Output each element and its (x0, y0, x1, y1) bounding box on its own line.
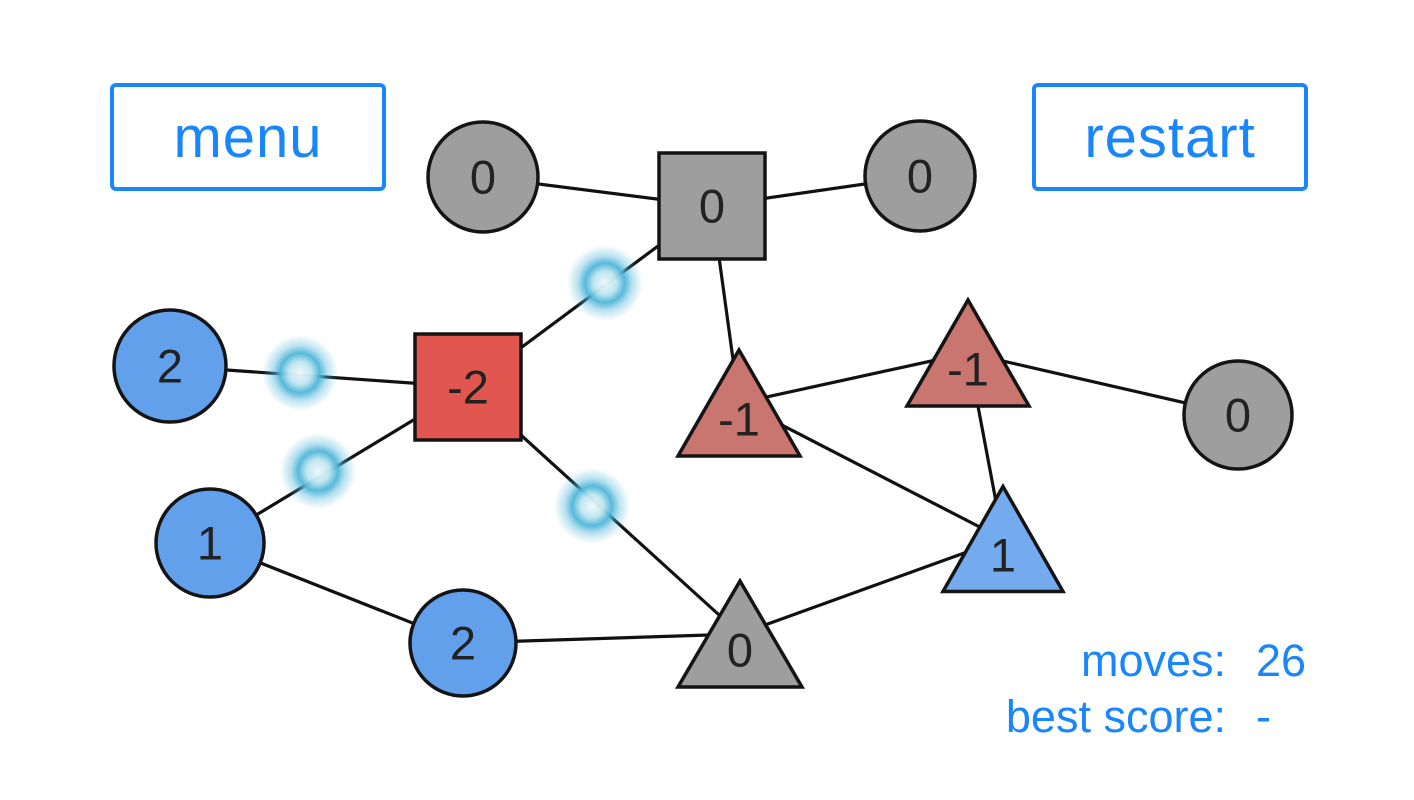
node-value-gray-circle-top-left: 0 (470, 151, 496, 204)
node-value-gray-circle-top-right: 0 (907, 150, 933, 203)
node-value-red-triangle-middle: -1 (718, 392, 760, 445)
node-value-gray-circle-right: 0 (1225, 389, 1251, 442)
edge-gray-triangle-bottom--blue-triangle-right (739, 537, 1004, 636)
moves-value: 26 (1256, 635, 1307, 686)
node-blue-circle-bottom[interactable] (408, 588, 518, 698)
node-value-blue-circle-mid-left: 1 (197, 517, 223, 570)
best-score-value: - (1256, 691, 1271, 742)
node-blue-circle-mid-left[interactable] (154, 487, 266, 599)
edge-red-triangle-middle--red-triangle-right (738, 351, 969, 405)
node-blue-circle-left[interactable] (112, 308, 228, 424)
nodes-layer: 0 0 0 2 -2 -1 -1 0 1 1 2 0 (112, 119, 1294, 698)
node-value-gray-triangle-bottom: 0 (727, 623, 753, 676)
node-value-blue-circle-left: 2 (157, 340, 183, 393)
node-gray-square-top[interactable] (657, 151, 767, 261)
scoreboard: moves: 26 best score: - (1006, 634, 1332, 744)
node-value-red-square-center: -2 (447, 361, 489, 414)
node-value-blue-triangle-right: 1 (990, 528, 1016, 581)
edge-glow-marker-1[interactable] (567, 245, 643, 321)
node-red-triangle-right[interactable] (903, 296, 1033, 408)
node-red-square-center[interactable] (413, 332, 523, 442)
moves-label: moves: (1080, 635, 1226, 686)
restart-button-label: restart (1084, 104, 1256, 170)
node-gray-circle-top-left[interactable] (426, 120, 540, 234)
edge-glow-marker-2[interactable] (262, 335, 338, 411)
edge-glow-marker-4[interactable] (554, 468, 630, 544)
node-gray-circle-right[interactable] (1182, 359, 1294, 471)
menu-button[interactable]: menu (110, 83, 386, 191)
edge-glow-marker-3[interactable] (280, 433, 356, 509)
restart-button[interactable]: restart (1032, 83, 1308, 191)
glow-markers-layer (262, 245, 643, 544)
node-blue-triangle-right[interactable] (939, 482, 1067, 594)
menu-button-label: menu (173, 104, 323, 170)
node-red-triangle-middle[interactable] (674, 346, 804, 458)
node-value-gray-square-top: 0 (699, 180, 725, 233)
node-value-blue-circle-bottom: 2 (450, 617, 476, 670)
node-value-red-triangle-right: -1 (947, 342, 989, 395)
best-score-label: best score: (1005, 691, 1226, 742)
node-gray-circle-top-right[interactable] (863, 119, 977, 233)
node-gray-triangle-bottom[interactable] (674, 577, 806, 689)
